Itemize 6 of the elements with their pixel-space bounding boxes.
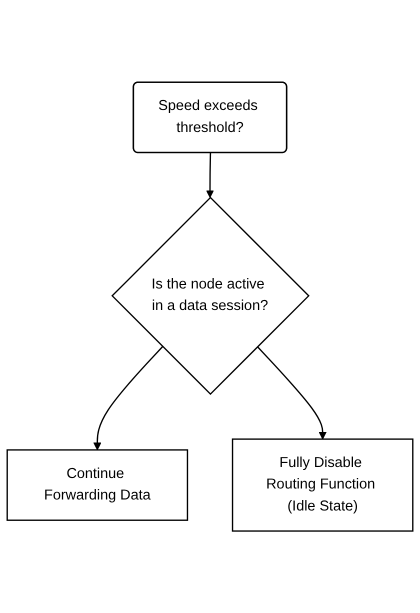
node-box: [232, 438, 414, 532]
arrow: [93, 346, 164, 450]
arrow: [206, 152, 214, 198]
arrow: [256, 346, 327, 440]
node-box: [6, 449, 188, 521]
node-diamond: [111, 196, 310, 395]
